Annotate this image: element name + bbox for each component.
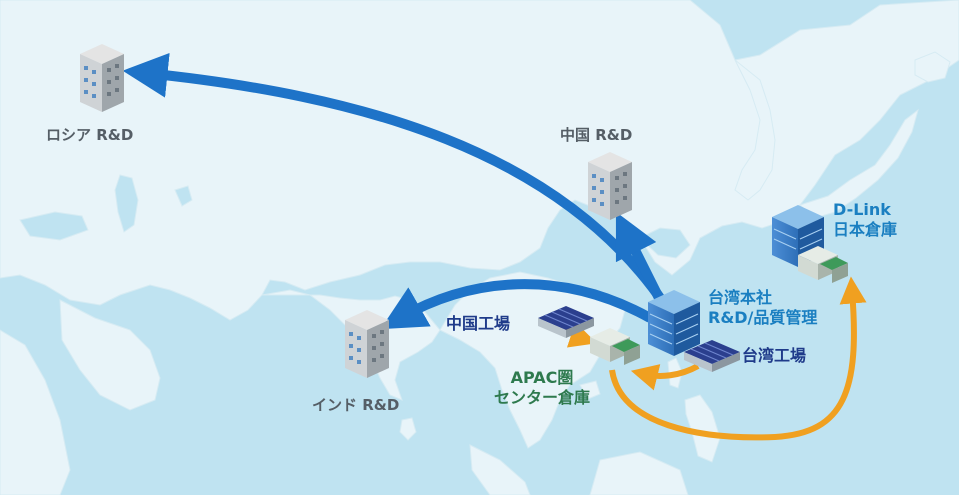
black-sea <box>19 211 89 241</box>
route-apac-to-japan <box>609 276 867 441</box>
label-taiwan-factory: 台湾工場 <box>742 346 807 365</box>
label-russia-rd: ロシア R&D <box>46 126 134 144</box>
hainan-island <box>579 380 601 400</box>
route-taiwan-factory-to-apac <box>630 363 700 391</box>
warehouse-icon <box>590 328 640 365</box>
warehouse-icon <box>798 246 848 283</box>
rd-routes <box>122 52 670 330</box>
label-taiwan-hq: 台湾本社 R&D/品質管理 <box>708 288 817 328</box>
label-apac-line2: センター倉庫 <box>493 388 590 407</box>
philippines <box>684 394 721 463</box>
office-building-icon <box>588 152 632 220</box>
label-china-rd: 中国 R&D <box>560 126 633 144</box>
office-building-icon <box>345 310 389 378</box>
label-china-factory: 中国工場 <box>446 314 511 333</box>
arabian-peninsula <box>59 299 161 411</box>
sumatra <box>469 444 531 495</box>
label-dlink-line2: 日本倉庫 <box>833 220 898 239</box>
headquarters-building-icon <box>772 205 824 267</box>
caspian-aral-sea <box>174 185 193 207</box>
route-taiwan-to-india <box>380 279 653 330</box>
africa-corner <box>0 329 71 495</box>
headquarters-building-icon <box>648 290 700 356</box>
japan-islands <box>799 108 919 219</box>
korea-peninsula <box>734 59 776 201</box>
route-taiwan-to-china-rd <box>615 211 665 303</box>
office-building-icon <box>80 44 124 112</box>
label-dlink-line1: D-Link <box>833 200 891 219</box>
route-taiwan-to-russia <box>122 52 670 308</box>
label-apac-warehouse: APAC圏 センター倉庫 <box>486 368 598 408</box>
hokkaido-island <box>914 51 951 83</box>
label-apac-line1: APAC圏 <box>510 368 574 387</box>
label-taiwan-hq-line2: R&D/品質管理 <box>708 308 818 327</box>
factory-icon <box>538 306 594 338</box>
label-dlink-japan: D-Link 日本倉庫 <box>833 200 897 240</box>
caspian-sea <box>114 174 139 233</box>
borneo <box>589 451 689 495</box>
sri-lanka <box>399 417 417 441</box>
label-india-rd: インド R&D <box>312 396 400 414</box>
factory-icon <box>684 340 740 372</box>
label-taiwan-hq-line1: 台湾本社 <box>708 288 773 307</box>
